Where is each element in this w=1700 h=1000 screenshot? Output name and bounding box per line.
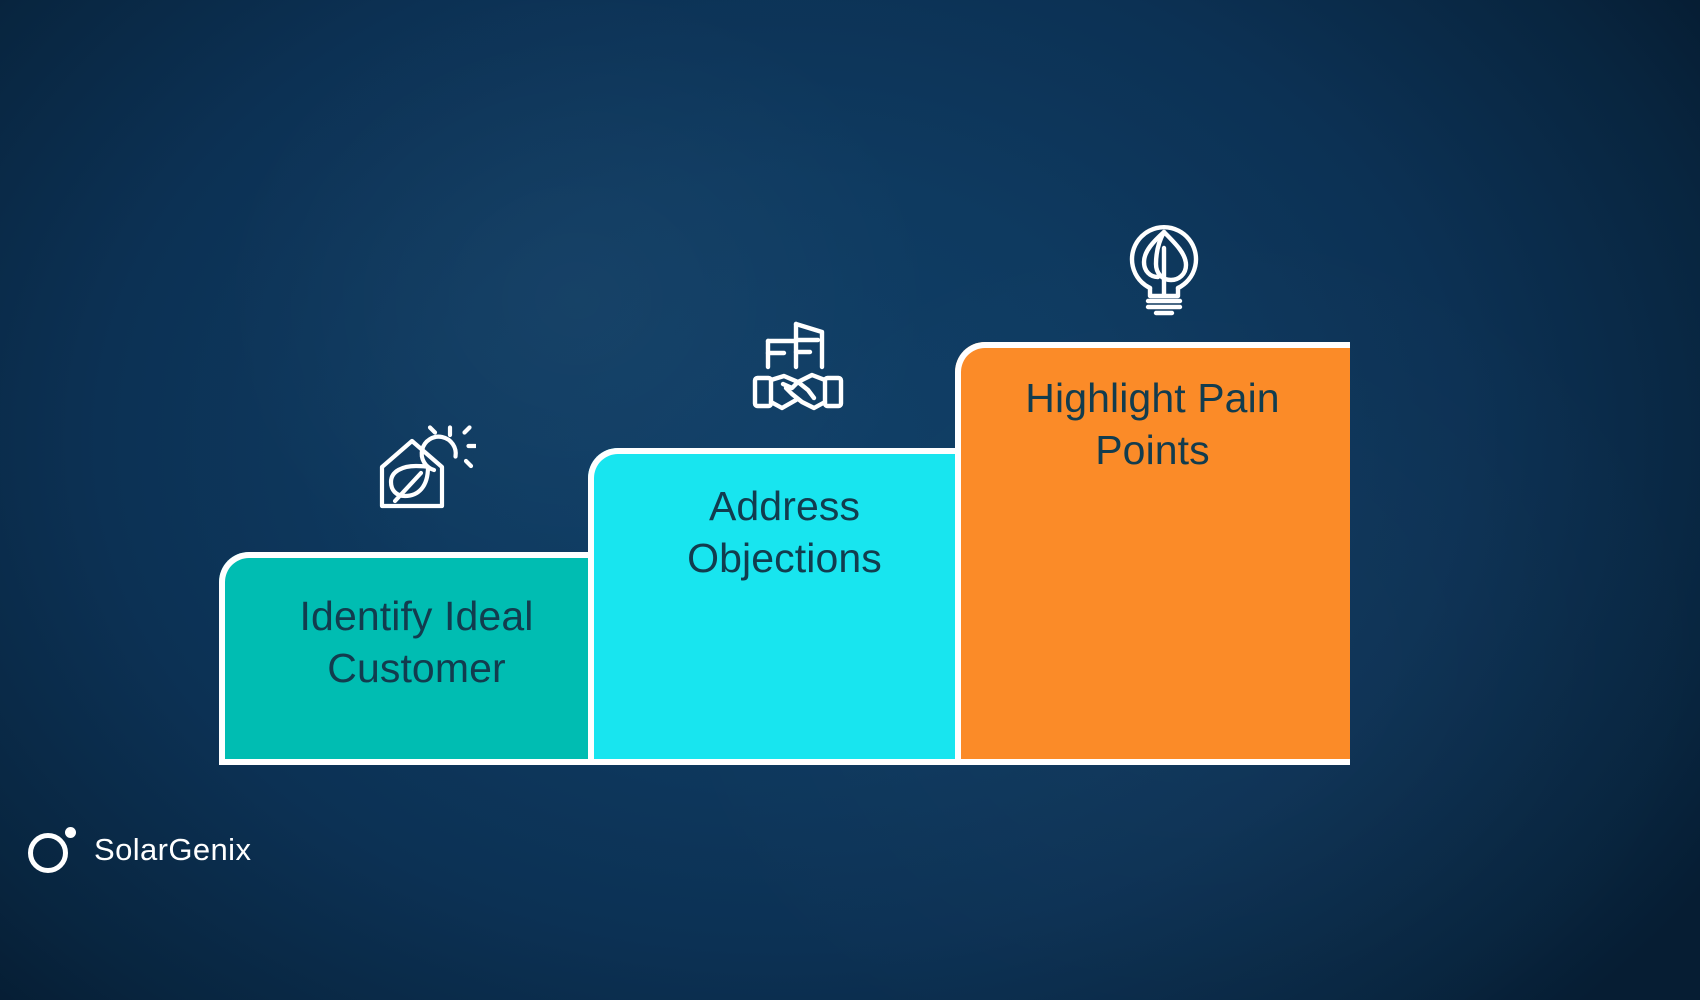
lightbulb-leaf-icon	[1112, 208, 1216, 318]
brand-name: SolarGenix	[94, 832, 252, 867]
step-label: Highlight Pain Points	[1025, 375, 1280, 474]
ring-dot-logo-icon	[28, 825, 78, 875]
step-block-address-objections[interactable]: Address Objections	[588, 448, 981, 765]
brand-logo: SolarGenix	[28, 825, 251, 875]
step-label: Address Objections	[687, 483, 882, 582]
handshake-solar-icon	[752, 318, 844, 414]
logo-ring	[28, 833, 68, 873]
house-leaf-sun-icon	[376, 424, 476, 524]
step-label: Identify Ideal Customer	[299, 593, 534, 692]
logo-dot	[65, 827, 76, 838]
step-block-highlight-pain-points[interactable]: Highlight Pain Points	[955, 342, 1350, 765]
step-block-identify-ideal-customer[interactable]: Identify Ideal Customer	[219, 552, 614, 765]
